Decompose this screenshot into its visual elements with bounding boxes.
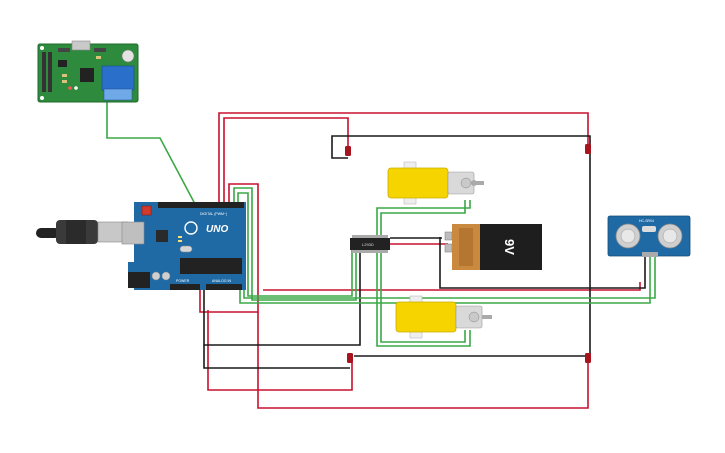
arduino-logo-icon — [184, 221, 198, 235]
driver-pins-top — [352, 235, 388, 238]
controller-module[interactable] — [37, 40, 139, 103]
battery-terminal-2 — [444, 243, 453, 253]
controller-led-b — [74, 86, 78, 90]
driver-chip-label: L293D — [362, 242, 374, 247]
red-wire-mid[interactable] — [263, 282, 641, 291]
red-wire-cap-left[interactable] — [207, 310, 353, 391]
green-wire-arduino-driver-b[interactable] — [237, 192, 353, 297]
black-wire-top[interactable] — [331, 135, 591, 360]
controller-pin-row-top — [58, 48, 70, 52]
controller-smd-1 — [62, 74, 67, 77]
sensor-transducer-left-inner — [620, 228, 636, 244]
black-wire-sensor[interactable] — [439, 237, 646, 289]
driver-chip-body — [350, 238, 390, 250]
connector-bottom-left[interactable] — [347, 353, 353, 363]
arduino-usb-port — [121, 221, 145, 245]
controller-smd-3 — [96, 56, 101, 59]
battery-label-stripe — [459, 228, 473, 266]
arduino-cap-2 — [161, 271, 171, 281]
arduino-reset-button[interactable] — [141, 205, 152, 216]
controller-terminal-block — [101, 65, 135, 91]
controller-led — [68, 86, 72, 90]
connector-top-right[interactable] — [585, 144, 591, 154]
green-wire-sensor-b[interactable] — [243, 256, 656, 299]
arduino-analog-label: ANALOG IN — [212, 279, 232, 283]
sensor-crystal — [642, 226, 656, 232]
controller-header-pins — [42, 52, 46, 92]
wires — [106, 100, 656, 409]
wire-connectors — [345, 144, 591, 363]
sensor-transducer-right-inner — [662, 228, 678, 244]
red-wire-arduino-loop[interactable] — [199, 183, 259, 313]
green-wire-motor-bottom-b[interactable] — [380, 250, 466, 343]
connector-top-left[interactable] — [345, 146, 351, 156]
sensor-label: HC-SR04 — [639, 219, 654, 223]
arduino-power-header — [170, 284, 200, 290]
battery-terminal-1 — [444, 231, 453, 241]
motor-bottom-gearbox — [395, 301, 457, 333]
red-wire-top[interactable] — [218, 112, 589, 204]
green-wire-controller[interactable] — [106, 100, 196, 205]
controller-smd-2 — [62, 80, 67, 83]
controller-terminal-screws — [103, 88, 133, 101]
black-wire-left[interactable] — [203, 244, 361, 346]
green-wire-motor-top[interactable] — [376, 200, 471, 244]
motor-top-shaft — [474, 181, 484, 185]
arduino-tx-led — [178, 236, 182, 238]
red-wire-top-inner[interactable] — [223, 117, 349, 204]
green-wire-motor-top-b[interactable] — [380, 200, 466, 244]
arduino-small-chip — [156, 230, 168, 242]
controller-hole-1 — [40, 46, 44, 50]
arduino-crystal — [179, 245, 193, 253]
arduino-digital-header — [158, 202, 244, 208]
controller-hole-2 — [40, 96, 44, 100]
arduino-cap-1 — [151, 271, 161, 281]
ultrasonic-sensor[interactable]: HC-SR04 — [607, 215, 691, 257]
usb-cable-plug — [36, 228, 60, 238]
motor-top-hub — [460, 177, 472, 189]
motor-bottom-hub — [468, 311, 480, 323]
battery-label: 9V — [502, 239, 517, 255]
arduino-uno[interactable]: UNO DIGITAL (PWM~) POWER ANALOG IN — [36, 202, 246, 290]
arduino-power-label: POWER — [176, 279, 190, 283]
motor-top-gearbox — [387, 167, 449, 199]
driver-pins-bottom — [352, 250, 388, 253]
black-wire-bottom[interactable] — [203, 345, 350, 369]
gear-motor-bottom[interactable] — [395, 295, 492, 339]
arduino-rx-led — [178, 240, 182, 242]
arduino-power-jack — [128, 272, 150, 288]
arduino-analog-header — [206, 284, 242, 290]
red-wire-bottom[interactable] — [257, 312, 589, 409]
controller-usb-port — [71, 40, 91, 51]
motor-driver-ic[interactable]: L293D — [350, 235, 390, 253]
arduino-digital-label: DIGITAL (PWM~) — [200, 212, 227, 216]
sensor-pins — [642, 252, 658, 257]
battery-body — [480, 224, 542, 270]
arduino-main-chip — [180, 258, 242, 274]
arduino-brand-label: UNO — [206, 224, 228, 235]
battery-9v[interactable]: 9V — [444, 224, 542, 270]
black-wire-top-left[interactable] — [331, 152, 348, 159]
controller-pin-row-top-b — [94, 48, 106, 52]
connector-bottom-right[interactable] — [585, 353, 591, 363]
controller-header-pins-b — [48, 52, 52, 92]
controller-chip-small — [58, 60, 67, 67]
green-wire-arduino-driver[interactable] — [233, 187, 357, 301]
usb-cable-grip — [66, 220, 86, 244]
gear-motor-top[interactable] — [387, 161, 484, 205]
controller-capacitor — [121, 49, 135, 63]
controller-chip — [80, 68, 94, 82]
motor-bottom-shaft — [482, 315, 492, 319]
